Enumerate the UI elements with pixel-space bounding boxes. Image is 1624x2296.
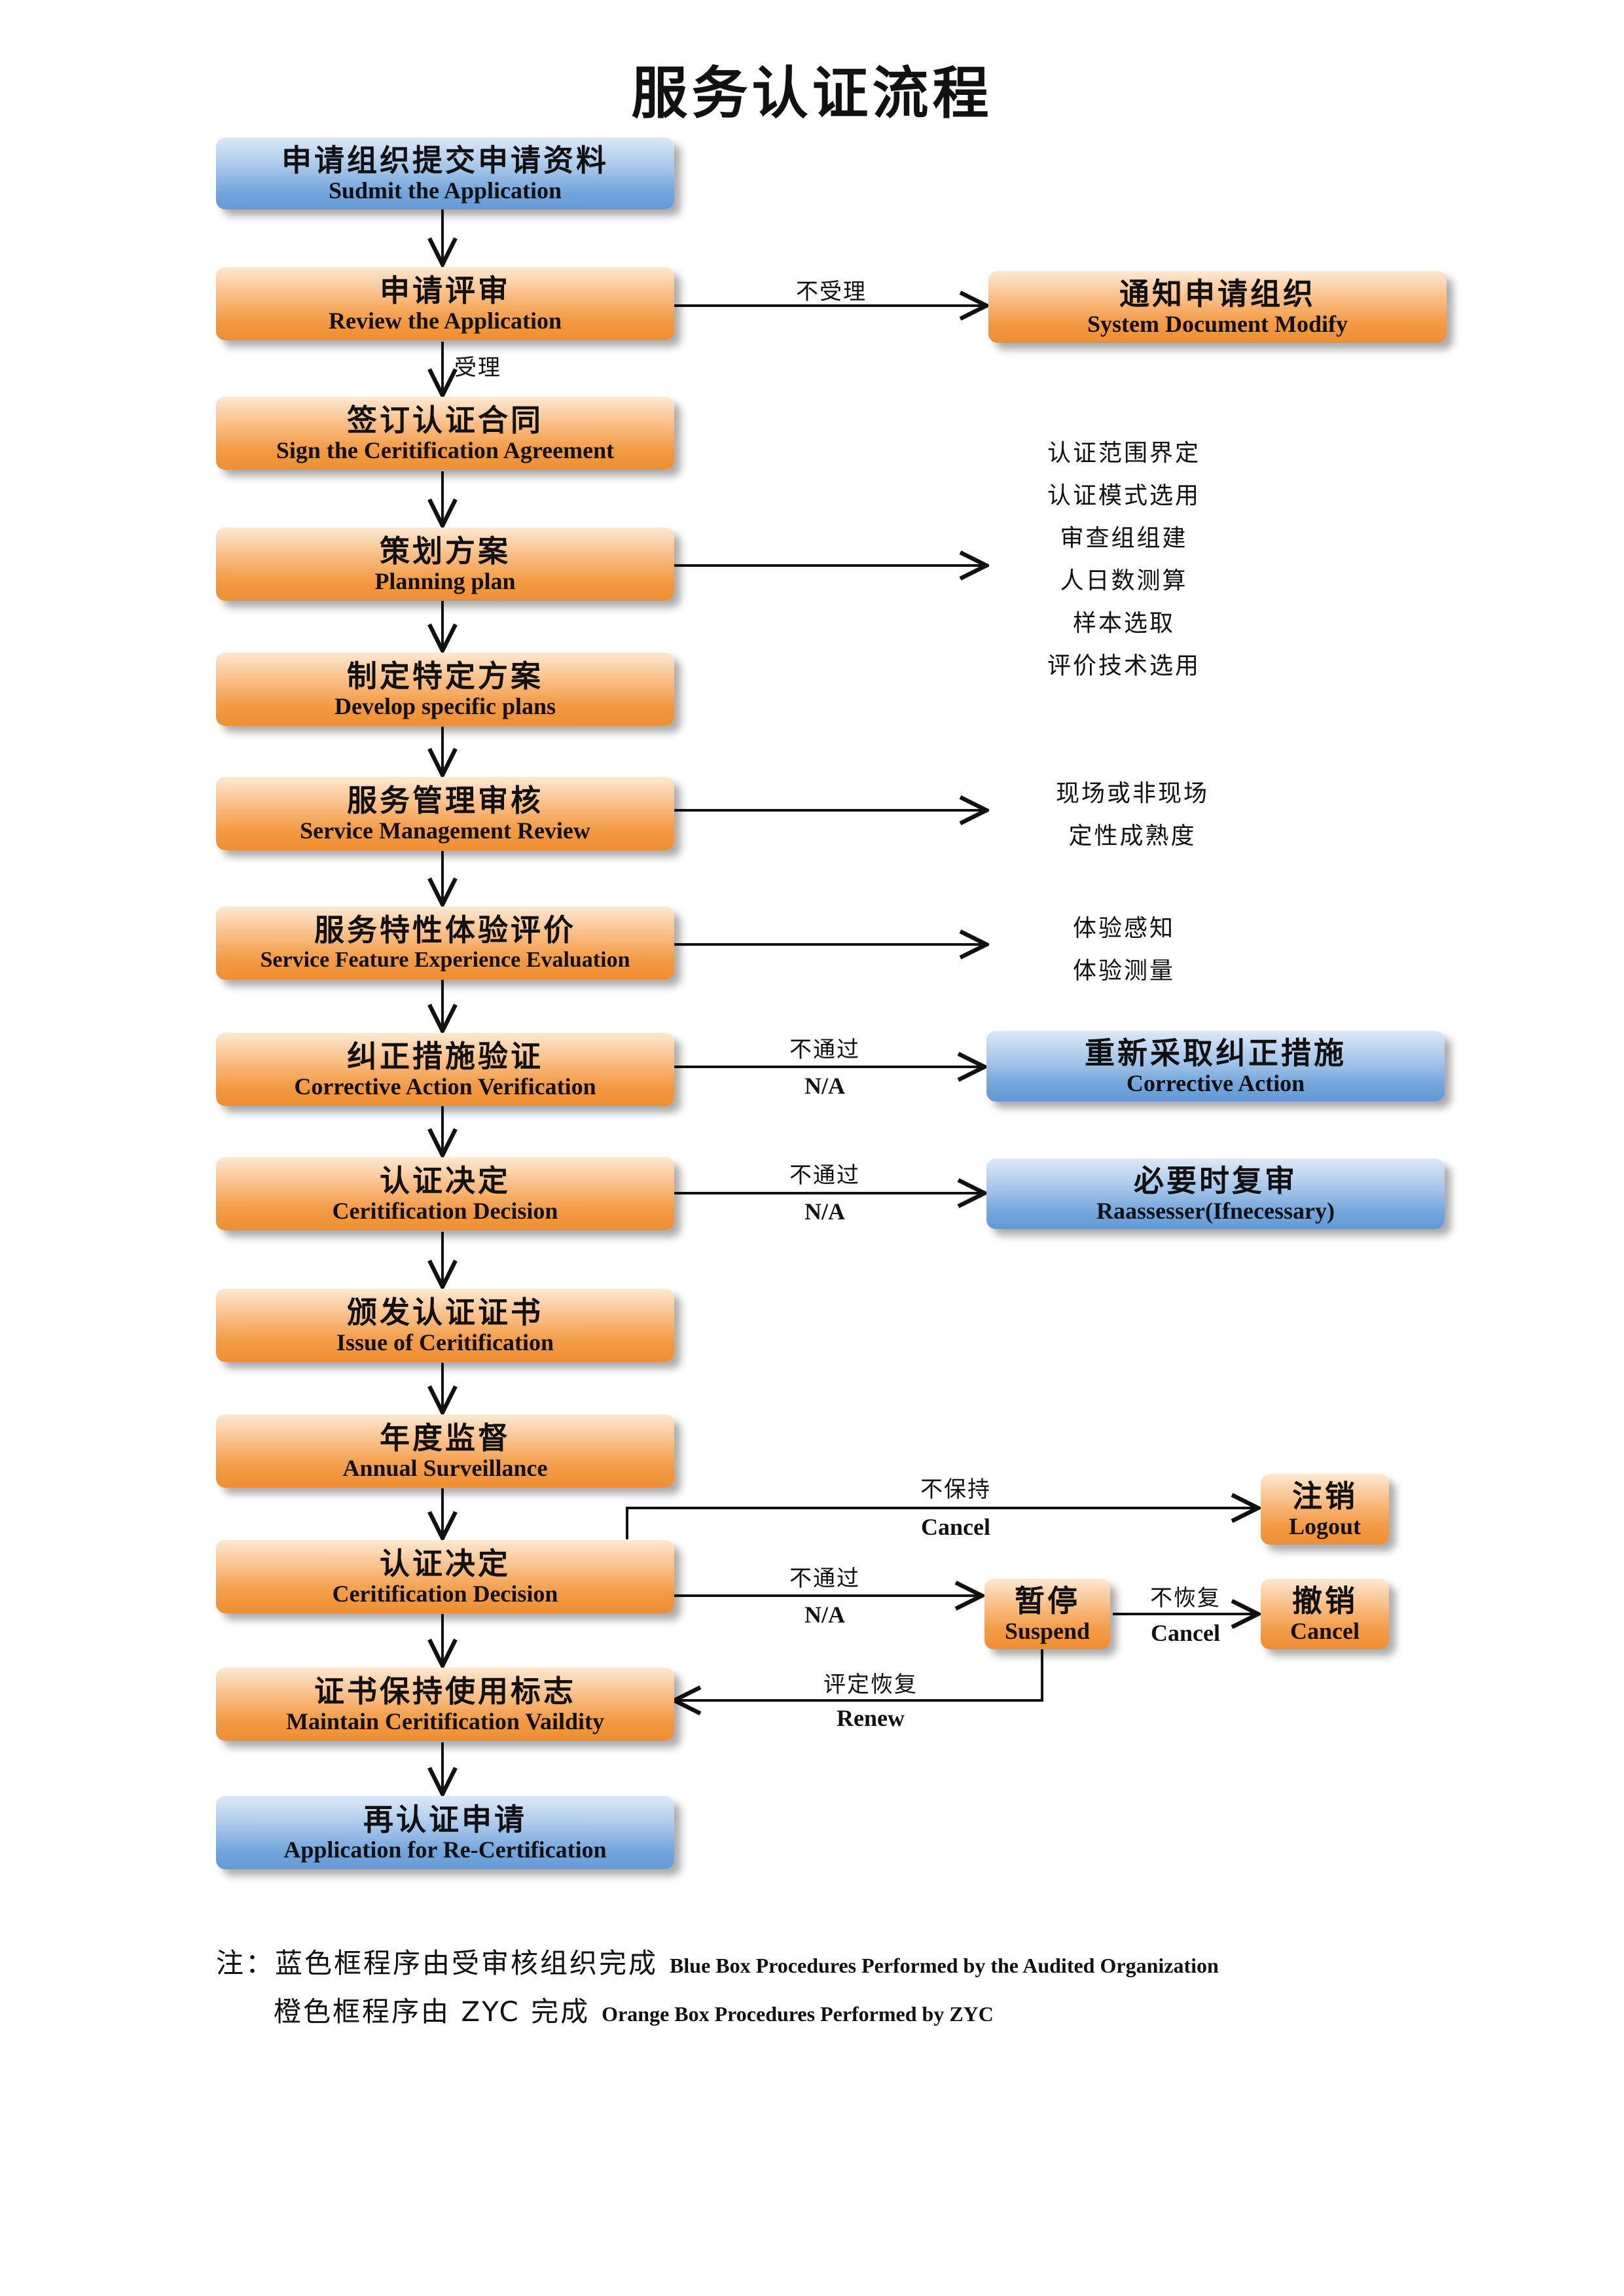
step-issue-certification: 颁发认证证书 Issue of Ceritification bbox=[216, 1289, 674, 1362]
step-label-zh: 证书保持使用标志 bbox=[314, 1674, 576, 1709]
step-label-en: Maintain Ceritification Vaildity bbox=[286, 1708, 604, 1734]
side-label-en: Corrective Action bbox=[1126, 1070, 1305, 1096]
label-fail-1-en: N/A bbox=[804, 1073, 845, 1099]
step-certification-decision: 认证决定 Ceritification Decision bbox=[216, 1157, 674, 1230]
box-cancel: 撤销 Cancel bbox=[1261, 1579, 1389, 1649]
legend-prefix: 注： bbox=[216, 1947, 276, 1979]
note-item: 体验测量 bbox=[1072, 958, 1175, 984]
step-experience-evaluation: 服务特性体验评价 Service Feature Experience Eval… bbox=[216, 906, 674, 980]
step-label-zh: 认证决定 bbox=[380, 1546, 511, 1581]
note-item: 定性成熟度 bbox=[1068, 823, 1197, 850]
note-item: 评价技术选用 bbox=[1047, 653, 1200, 679]
side-label-en: Cancel bbox=[1290, 1618, 1360, 1644]
planning-notes: 认证范围界定 认证模式选用 审查组组建 人日数测算 样本选取 评价技术选用 bbox=[973, 432, 1274, 687]
side-label-en: Suspend bbox=[1004, 1618, 1091, 1644]
step-recertification: 再认证申请 Application for Re-Certification bbox=[216, 1796, 674, 1869]
label-not-restore-zh: 不恢复 bbox=[1150, 1585, 1221, 1611]
label-fail-2-zh: 不通过 bbox=[789, 1162, 860, 1189]
side-label-en: Raassesser(Ifnecessary) bbox=[1096, 1198, 1335, 1224]
box-logout: 注销 Logout bbox=[1261, 1474, 1389, 1545]
side-label-en: Logout bbox=[1288, 1513, 1362, 1539]
label-accepted: 受理 bbox=[454, 355, 501, 381]
legend-orange: 橙色框程序由 ZYC 完成 Orange Box Procedures Perfo… bbox=[274, 1990, 994, 2030]
step-label-zh: 年度监督 bbox=[380, 1420, 511, 1456]
side-label-zh: 重新采取纠正措施 bbox=[1085, 1035, 1346, 1071]
note-item: 样本选取 bbox=[1072, 610, 1175, 637]
side-label-zh: 通知申请组织 bbox=[1119, 276, 1316, 312]
step-label-zh: 纠正措施验证 bbox=[347, 1039, 543, 1074]
step-review-application: 申请评审 Review the Application bbox=[216, 267, 674, 340]
step-label-zh: 申请组织提交申请资料 bbox=[281, 143, 609, 178]
side-label-zh: 暂停 bbox=[1015, 1583, 1080, 1619]
side-label-zh: 注销 bbox=[1292, 1479, 1358, 1514]
step-label-en: Review the Application bbox=[329, 308, 562, 334]
side-label-zh: 撤销 bbox=[1292, 1583, 1358, 1619]
label-restore-zh: 评定恢复 bbox=[823, 1672, 918, 1698]
note-item: 审查组组建 bbox=[1060, 525, 1188, 552]
step-label-zh: 颁发认证证书 bbox=[347, 1295, 543, 1330]
step-label-zh: 再认证申请 bbox=[363, 1802, 527, 1837]
step-annual-surveillance: 年度监督 Annual Surveillance bbox=[216, 1414, 674, 1488]
label-fail-3-zh: 不通过 bbox=[789, 1566, 860, 1592]
step-label-en: Issue of Ceritification bbox=[336, 1329, 554, 1355]
note-item: 人日数测算 bbox=[1060, 567, 1188, 594]
step-maintain-validity: 证书保持使用标志 Maintain Ceritification Vaildit… bbox=[216, 1668, 674, 1741]
step-label-zh: 制定特定方案 bbox=[347, 658, 543, 694]
legend-orange-en: Orange Box Procedures Performed by ZYC bbox=[602, 2002, 994, 2026]
step-develop-plans: 制定特定方案 Develop specific plans bbox=[216, 653, 674, 726]
review-notes: 现场或非现场 定性成熟度 bbox=[982, 772, 1283, 857]
step-corrective-verification: 纠正措施验证 Corrective Action Verification bbox=[216, 1033, 674, 1106]
label-not-accepted: 不受理 bbox=[796, 279, 867, 305]
step-service-review: 服务管理审核 Service Management Review bbox=[216, 777, 674, 850]
step-label-zh: 签订认证合同 bbox=[347, 403, 543, 438]
note-item: 体验感知 bbox=[1072, 915, 1175, 942]
step-label-zh: 申请评审 bbox=[380, 273, 511, 308]
note-item: 现场或非现场 bbox=[1055, 780, 1209, 807]
legend-orange-zh: 橙色框程序由 ZYC 完成 bbox=[274, 1996, 590, 2028]
label-not-restore-en: Cancel bbox=[1151, 1620, 1220, 1646]
step-label-en: Service Feature Experience Evaluation bbox=[260, 948, 630, 972]
step-label-zh: 策划方案 bbox=[380, 533, 511, 569]
step-label-en: Develop specific plans bbox=[334, 693, 556, 719]
step-sign-agreement: 签订认证合同 Sign the Ceritification Agreement bbox=[216, 397, 674, 470]
box-reassess: 必要时复审 Raassesser(Ifnecessary) bbox=[986, 1158, 1445, 1229]
note-item: 认证范围界定 bbox=[1047, 440, 1200, 467]
label-restore-en: Renew bbox=[837, 1705, 905, 1731]
label-fail-3-en: N/A bbox=[804, 1602, 845, 1628]
step-label-zh: 认证决定 bbox=[380, 1163, 511, 1198]
step-label-en: Application for Re-Certification bbox=[283, 1837, 607, 1863]
step-label-en: Ceritification Decision bbox=[332, 1198, 558, 1224]
step-label-en: Sudmit the Application bbox=[328, 177, 562, 204]
step-label-en: Sign the Ceritification Agreement bbox=[276, 437, 615, 463]
legend-blue: 注：蓝色框程序由受审核组织完成 Blue Box Procedures Perfo… bbox=[216, 1941, 1219, 1981]
label-fail-1-zh: 不通过 bbox=[789, 1037, 860, 1063]
experience-notes: 体验感知 体验测量 bbox=[973, 907, 1274, 992]
label-not-keep-zh: 不保持 bbox=[920, 1477, 991, 1503]
legend-blue-en: Blue Box Procedures Performed by the Aud… bbox=[670, 1954, 1219, 1977]
step-label-en: Corrective Action Verification bbox=[294, 1073, 596, 1100]
box-notify-applicant: 通知申请组织 System Document Modify bbox=[988, 271, 1447, 343]
arrow-suspend-renew bbox=[674, 1649, 1043, 1700]
side-label-en: System Document Modify bbox=[1087, 311, 1348, 337]
step-label-zh: 服务特性体验评价 bbox=[314, 912, 576, 948]
label-not-keep-en: Cancel bbox=[921, 1514, 990, 1540]
step-certification-decision-2: 认证决定 Ceritification Decision bbox=[216, 1540, 674, 1613]
step-label-en: Ceritification Decision bbox=[332, 1581, 558, 1607]
step-planning: 策划方案 Planning plan bbox=[216, 528, 674, 601]
box-suspend: 暂停 Suspend bbox=[984, 1579, 1110, 1649]
note-item: 认证模式选用 bbox=[1047, 482, 1200, 509]
page-title: 服务认证流程 bbox=[631, 61, 993, 126]
arrow-decision2-logout bbox=[626, 1508, 1258, 1539]
side-label-zh: 必要时复审 bbox=[1134, 1163, 1297, 1198]
label-fail-2-en: N/A bbox=[804, 1198, 845, 1225]
step-label-en: Service Management Review bbox=[300, 817, 590, 844]
legend-blue-zh: 蓝色框程序由受审核组织完成 bbox=[275, 1947, 659, 1979]
step-label-zh: 服务管理审核 bbox=[347, 783, 543, 818]
step-label-en: Planning plan bbox=[374, 568, 516, 594]
step-label-en: Annual Surveillance bbox=[342, 1455, 548, 1481]
step-submit-application: 申请组织提交申请资料 Sudmit the Application bbox=[216, 137, 674, 209]
box-corrective-action: 重新采取纠正措施 Corrective Action bbox=[986, 1031, 1445, 1102]
